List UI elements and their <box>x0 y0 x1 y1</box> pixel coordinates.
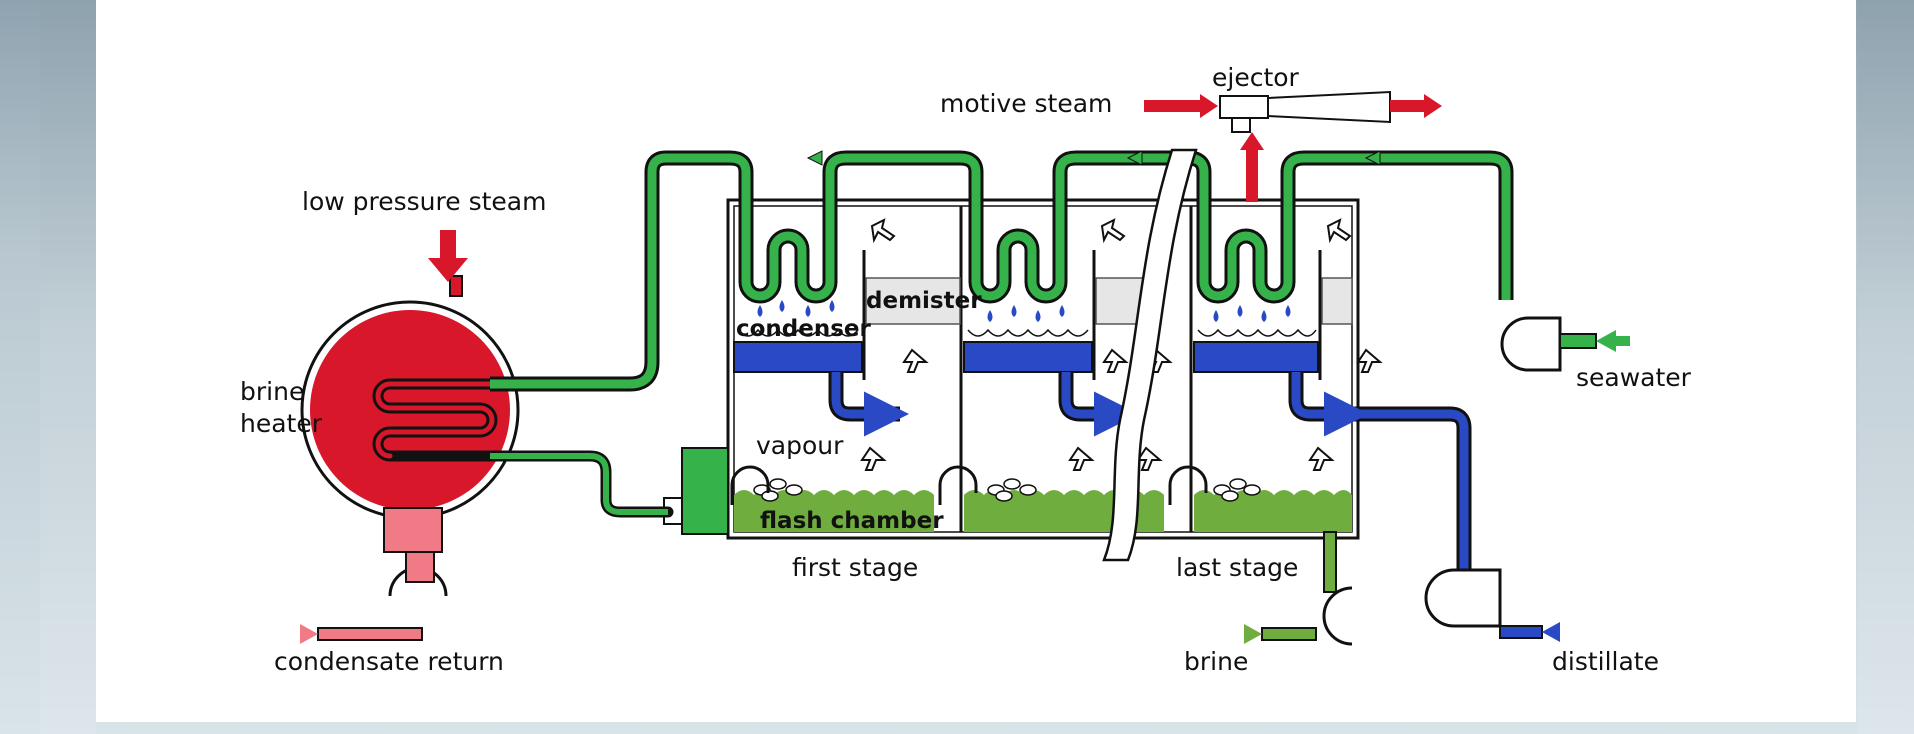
heater-coils-fill <box>375 381 495 459</box>
condensate-droplets <box>757 300 1291 322</box>
condenser-label: condenser <box>736 316 872 342</box>
demister-label: demister <box>866 288 982 314</box>
orifice-hooks <box>730 465 1208 505</box>
demister-pads <box>865 277 1353 325</box>
brine-inlet-box <box>663 447 729 535</box>
ejector-label: ejector <box>1212 63 1300 92</box>
motive-steam-label: motive steam <box>940 89 1112 118</box>
vapour-arrows <box>860 218 1383 471</box>
brine-heater-label-1: brine <box>240 377 304 406</box>
distillate-pipe <box>831 372 1369 437</box>
seawater-label: seawater <box>1576 363 1692 392</box>
brine-heater-label-2: heater <box>240 409 323 438</box>
condensate-return-line <box>300 624 423 644</box>
flash-bubbles <box>753 478 1261 502</box>
seawater-pump <box>1500 316 1630 372</box>
condensate-return-label: condensate return <box>274 647 504 676</box>
ejector <box>1219 90 1391 133</box>
right-side-band <box>1858 0 1914 734</box>
heater-outlet-pipe <box>490 453 668 515</box>
flash-chamber-label: flash chamber <box>760 508 944 534</box>
low-pressure-steam-arrow <box>428 230 468 282</box>
seawater-pipe <box>490 153 1511 389</box>
distillate-label: distillate <box>1552 647 1659 676</box>
weir-plates <box>862 250 1322 380</box>
last-stage-label: last stage <box>1176 553 1298 582</box>
motive-steam-arrow <box>1144 94 1442 202</box>
brine-pool <box>734 490 1352 532</box>
seawater-flow-arrows <box>806 150 1381 166</box>
distillate-pump <box>1424 568 1560 642</box>
condensation-waves <box>737 328 1317 337</box>
brine-drain <box>1244 531 1353 646</box>
left-side-band <box>40 0 96 734</box>
low-pressure-steam-label: low pressure steam <box>302 187 546 216</box>
first-stage-label: first stage <box>792 553 918 582</box>
distillate-pipe-down <box>1360 409 1469 606</box>
brine-label: brine <box>1184 647 1248 676</box>
stage-break-symbol <box>1102 148 1198 562</box>
vapour-label: vapour <box>756 431 844 460</box>
distillate-trays <box>733 341 1319 373</box>
stage-walls <box>959 206 1193 532</box>
